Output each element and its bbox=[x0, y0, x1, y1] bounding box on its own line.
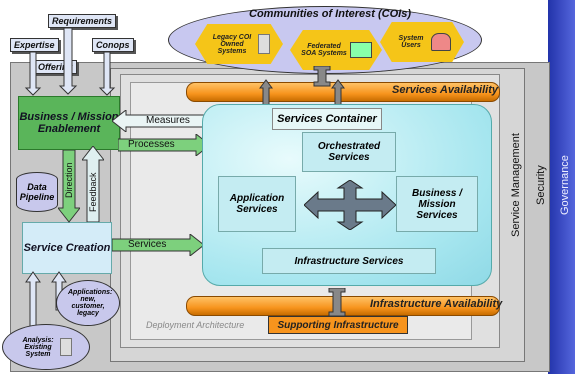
analysis-ellipse: Analysis: Existing System bbox=[2, 324, 90, 370]
supporting-infrastructure-label: Supporting Infrastructure bbox=[277, 319, 399, 331]
services-availability-label: Services Availability bbox=[392, 84, 498, 96]
supporting-infrastructure: Supporting Infrastructure bbox=[268, 316, 408, 334]
applications-label: Applications: new, customer, legacy bbox=[68, 289, 113, 317]
right-band bbox=[548, 0, 575, 374]
feedback-arrow bbox=[82, 146, 104, 222]
governance-label: Governance bbox=[559, 155, 571, 215]
tag-requirements: Requirements bbox=[48, 14, 117, 28]
pipe-connector-bottom bbox=[328, 288, 346, 316]
applications-ellipse: Applications: new, customer, legacy bbox=[56, 280, 120, 326]
service-creation-box: Service Creation bbox=[22, 222, 112, 274]
tag-arrows bbox=[24, 27, 116, 96]
coi-legacy-label: Legacy COI Owned Systems bbox=[212, 33, 252, 55]
measures-arrow bbox=[112, 110, 212, 132]
direction-arrow bbox=[58, 150, 80, 223]
security-label: Security bbox=[535, 165, 547, 205]
infrastructure-availability-label: Infrastructure Availability bbox=[370, 298, 503, 310]
data-pipeline-label: Data Pipeline bbox=[19, 182, 55, 202]
analysis-label: Analysis: Existing System bbox=[22, 336, 54, 358]
services-container-title: Services Container bbox=[272, 108, 382, 130]
coi-system-users: System Users bbox=[380, 22, 464, 62]
services-label: Services bbox=[128, 239, 167, 250]
deployment-architecture-label: Deployment Architecture bbox=[146, 320, 245, 330]
users-icon bbox=[431, 33, 451, 51]
infrastructure-services: Infrastructure Services bbox=[262, 248, 436, 274]
business-mission-label: Business / Mission Enablement bbox=[19, 111, 119, 135]
feedback-label: Feedback bbox=[88, 172, 98, 212]
four-way-arrow-icon bbox=[304, 180, 396, 230]
coi-federated: Federated SOA Systems bbox=[290, 30, 382, 70]
coi-legacy: Legacy COI Owned Systems bbox=[195, 24, 283, 64]
business-mission-services: Business / Mission Services bbox=[396, 176, 478, 232]
server-icon bbox=[60, 338, 72, 356]
data-pipeline: Data Pipeline bbox=[16, 172, 58, 212]
coi-federated-label: Federated SOA Systems bbox=[301, 43, 347, 57]
processes-label: Processes bbox=[128, 139, 175, 150]
direction-label: Direction bbox=[64, 162, 74, 198]
measures-label: Measures bbox=[146, 115, 190, 126]
orchestrated-services: Orchestrated Services bbox=[302, 132, 396, 172]
business-mission-box: Business / Mission Enablement bbox=[18, 96, 120, 150]
services-arrow bbox=[112, 234, 204, 256]
tag-conops: Conops bbox=[92, 38, 134, 52]
coi-pipe-connectors bbox=[259, 66, 345, 107]
server-icon bbox=[258, 34, 270, 54]
service-management-label: Service Management bbox=[510, 133, 522, 237]
service-creation-label: Service Creation bbox=[23, 242, 111, 254]
coi-title: Communities of Interest (COIs) bbox=[249, 8, 411, 20]
coi-system-users-label: System Users bbox=[398, 35, 424, 49]
application-services: Application Services bbox=[218, 176, 296, 232]
network-icon bbox=[350, 42, 372, 58]
